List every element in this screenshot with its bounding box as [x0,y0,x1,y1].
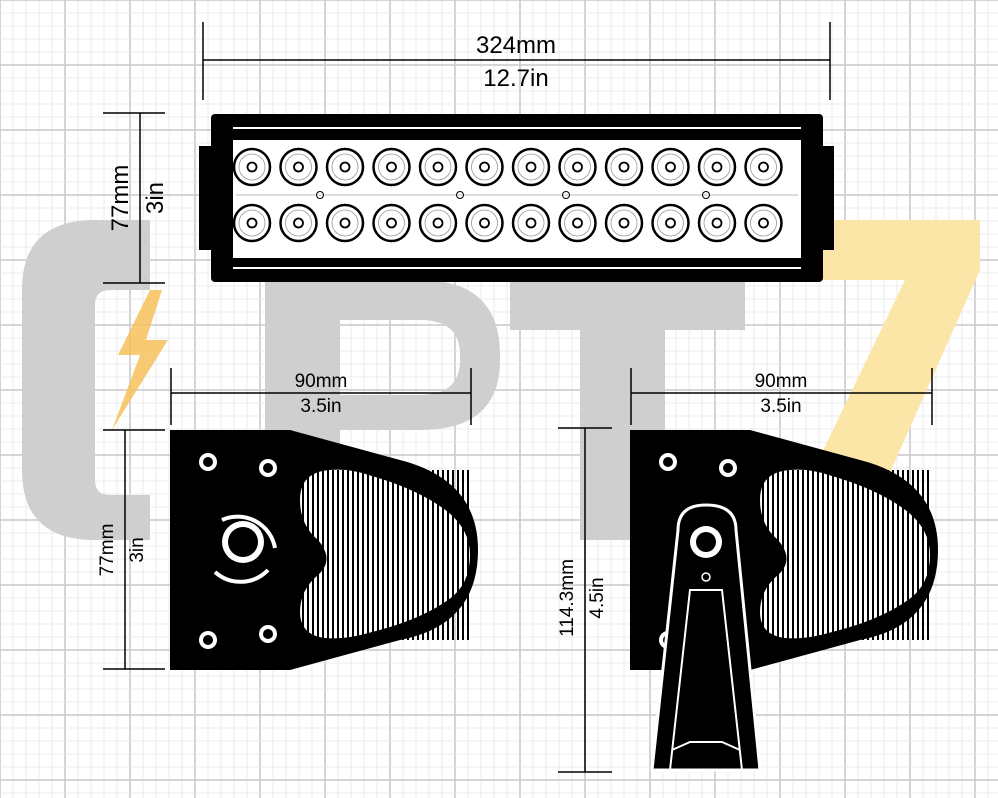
left-height-in-label: 3in [127,537,148,562]
led-lens [465,203,504,243]
light-bar-end-cap-right [820,146,834,250]
led-lens [558,203,597,243]
led-lens [372,203,411,243]
led-lens [418,203,458,243]
logo-letter-t [510,280,745,540]
right-width-mm-label: 90mm [755,371,808,392]
lightning-bolt-icon [112,290,168,430]
led-lens [372,147,411,187]
left-height-mm-label: 77mm [97,524,118,577]
led-lens [279,147,318,187]
right-width-in-label: 3.5in [760,396,801,417]
led-lens [465,147,504,187]
led-lens [232,203,272,243]
led-lens [744,203,783,243]
left-width-in-label: 3.5in [300,396,341,417]
logo-letter-o [22,220,150,540]
led-lens [604,203,644,243]
side-view-left: 90mm 3.5in 77mm 3in [97,368,478,670]
led-lens [418,147,458,187]
led-lens [604,147,644,187]
front-height-mm-label: 77mm [107,165,134,232]
led-lens [558,147,597,187]
led-lens [279,203,318,243]
front-width-in-label: 12.7in [483,65,548,92]
led-lens [651,203,690,243]
mounting-bracket [650,503,762,772]
led-lens [697,203,737,243]
led-lens [511,147,551,187]
light-bar-end-cap-left [199,146,213,250]
front-width-mm-label: 324mm [476,32,556,59]
led-lens [325,203,365,243]
led-lens [232,147,272,187]
right-height-in-label: 4.5in [587,577,608,618]
led-lens [325,147,365,187]
led-lens [511,203,551,243]
side-view-right: 90mm 3.5in 114.3mm 4.5in [557,368,938,773]
led-array [232,147,798,243]
led-lens [651,147,690,187]
front-view: 324mm 12.7in 77mm 3in [103,22,834,284]
led-lens [744,147,783,187]
lens-divider [236,191,798,199]
front-height-in-label: 3in [142,182,169,214]
led-lens [697,147,737,187]
right-height-mm-label: 114.3mm [557,559,578,637]
left-width-mm-label: 90mm [295,371,348,392]
